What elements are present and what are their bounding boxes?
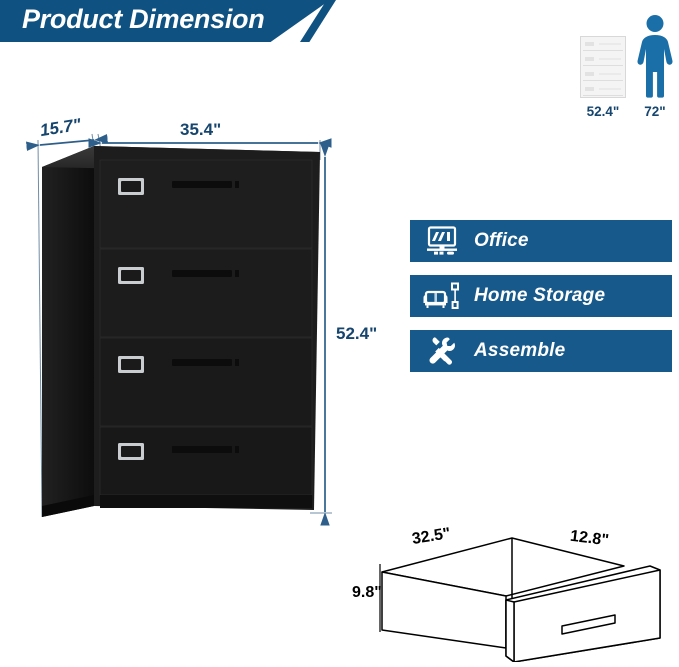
drawer-front [99,426,313,496]
feature-badge-home-storage[interactable]: Home Storage [410,275,672,317]
drawer-height-label: 9.8" [352,584,382,601]
feature-badge-assemble[interactable]: Assemble [410,330,672,372]
drawer-illustration: 32.5" 12.8" 9.8" [352,516,672,663]
page-title: Product Dimension [22,4,265,34]
feature-badge-office[interactable]: Office [410,220,672,262]
cabinet-drawing [26,133,332,526]
header-banner: Product Dimension [0,0,336,42]
banner-shape [0,0,330,42]
feature-label: Office [474,230,529,251]
filing-cabinet-icon [580,36,626,98]
drawer-front [99,159,313,249]
feature-badge-list: Office Home Storage [410,220,672,385]
sofa-lamp-icon [410,281,474,311]
scale-comparison: 52.4" 72" [573,6,677,124]
wrench-screwdriver-icon [410,335,474,367]
mini-drawer [583,53,623,66]
mini-drawer [583,68,623,81]
computer-monitor-icon [410,226,474,256]
cabinet-height-label: 52.4" [336,324,378,343]
cabinet-width-label: 35.4" [180,120,222,139]
person-icon [637,15,673,98]
mini-drawer [583,38,623,51]
cabinet-illustration: 15.7" 35.4" 52.4" [14,112,377,532]
feature-label: Home Storage [474,285,606,306]
drawer-front [99,248,313,338]
drawer-drawing [379,537,661,663]
drawer-front [99,337,313,427]
person-scale-label: 72" [644,104,666,119]
mini-drawer [583,83,623,96]
feature-label: Assemble [474,340,566,361]
cabinet-scale-label: 52.4" [586,104,620,119]
